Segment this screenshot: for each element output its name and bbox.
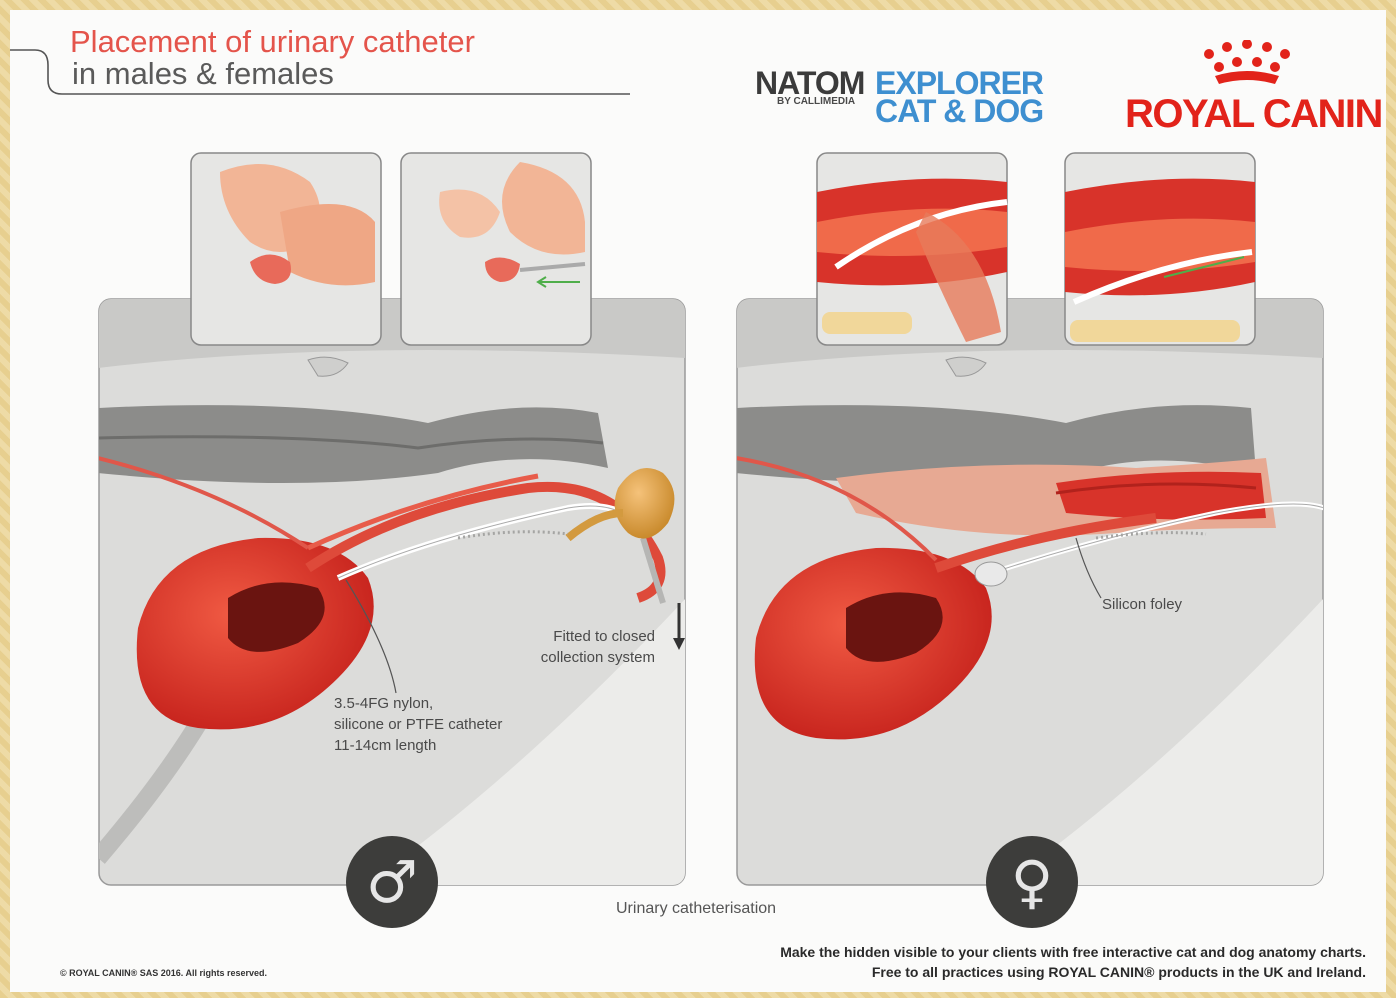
cat-dog-word: CAT & DOG xyxy=(875,93,1043,130)
catheter-spec-line-3: 11-14cm length xyxy=(334,735,502,756)
female-inset-1 xyxy=(816,152,1008,346)
female-inset-2 xyxy=(1064,152,1256,346)
female-panel: Silicon foley xyxy=(736,298,1324,890)
collection-label-line-2: collection system xyxy=(520,647,655,668)
copyright-notice: © ROYAL CANIN® SAS 2016. All rights rese… xyxy=(60,968,267,978)
collection-label: Fitted to closed collection system xyxy=(520,626,655,668)
female-symbol-badge: ♀ xyxy=(986,836,1078,928)
promo-line-2: Free to all practices using ROYAL CANIN®… xyxy=(780,962,1366,982)
royal-canin-crown-icon xyxy=(1197,40,1297,90)
natom-byline: BY CALLIMEDIA xyxy=(777,96,855,107)
promo-text: Make the hidden visible to your clients … xyxy=(780,942,1366,982)
male-inset-1 xyxy=(190,152,382,346)
poster-sheet: Placement of urinary catheter in males &… xyxy=(10,10,1386,992)
promo-line-1: Make the hidden visible to your clients … xyxy=(780,942,1366,962)
male-panel: Fitted to closed collection system 3.5-4… xyxy=(98,298,686,890)
catheter-spec-label: 3.5-4FG nylon, silicone or PTFE catheter… xyxy=(334,693,502,756)
male-symbol-badge: ♂ xyxy=(346,836,438,928)
female-symbol-icon: ♀ xyxy=(986,836,1078,928)
title-line-2: in males & females xyxy=(72,56,334,92)
collection-label-line-1: Fitted to closed xyxy=(520,626,655,647)
royal-canin-wordmark: ROYAL CANIN xyxy=(1125,92,1382,137)
diagram-caption: Urinary catheterisation xyxy=(616,900,776,918)
natom-explorer-logo: NATOM EXPLORER CAT & DOG BY CALLIMEDIA xyxy=(755,65,1055,135)
catheter-spec-line-2: silicone or PTFE catheter xyxy=(334,714,502,735)
male-symbol-icon: ♂ xyxy=(346,836,438,928)
royal-canin-logo: ROYAL CANIN xyxy=(1125,40,1375,140)
male-illustration xyxy=(98,298,686,890)
title-line-1: Placement of urinary catheter xyxy=(70,24,475,60)
male-inset-2 xyxy=(400,152,592,346)
foley-label: Silicon foley xyxy=(1102,594,1182,615)
catheter-spec-line-1: 3.5-4FG nylon, xyxy=(334,693,502,714)
female-illustration xyxy=(736,298,1324,890)
